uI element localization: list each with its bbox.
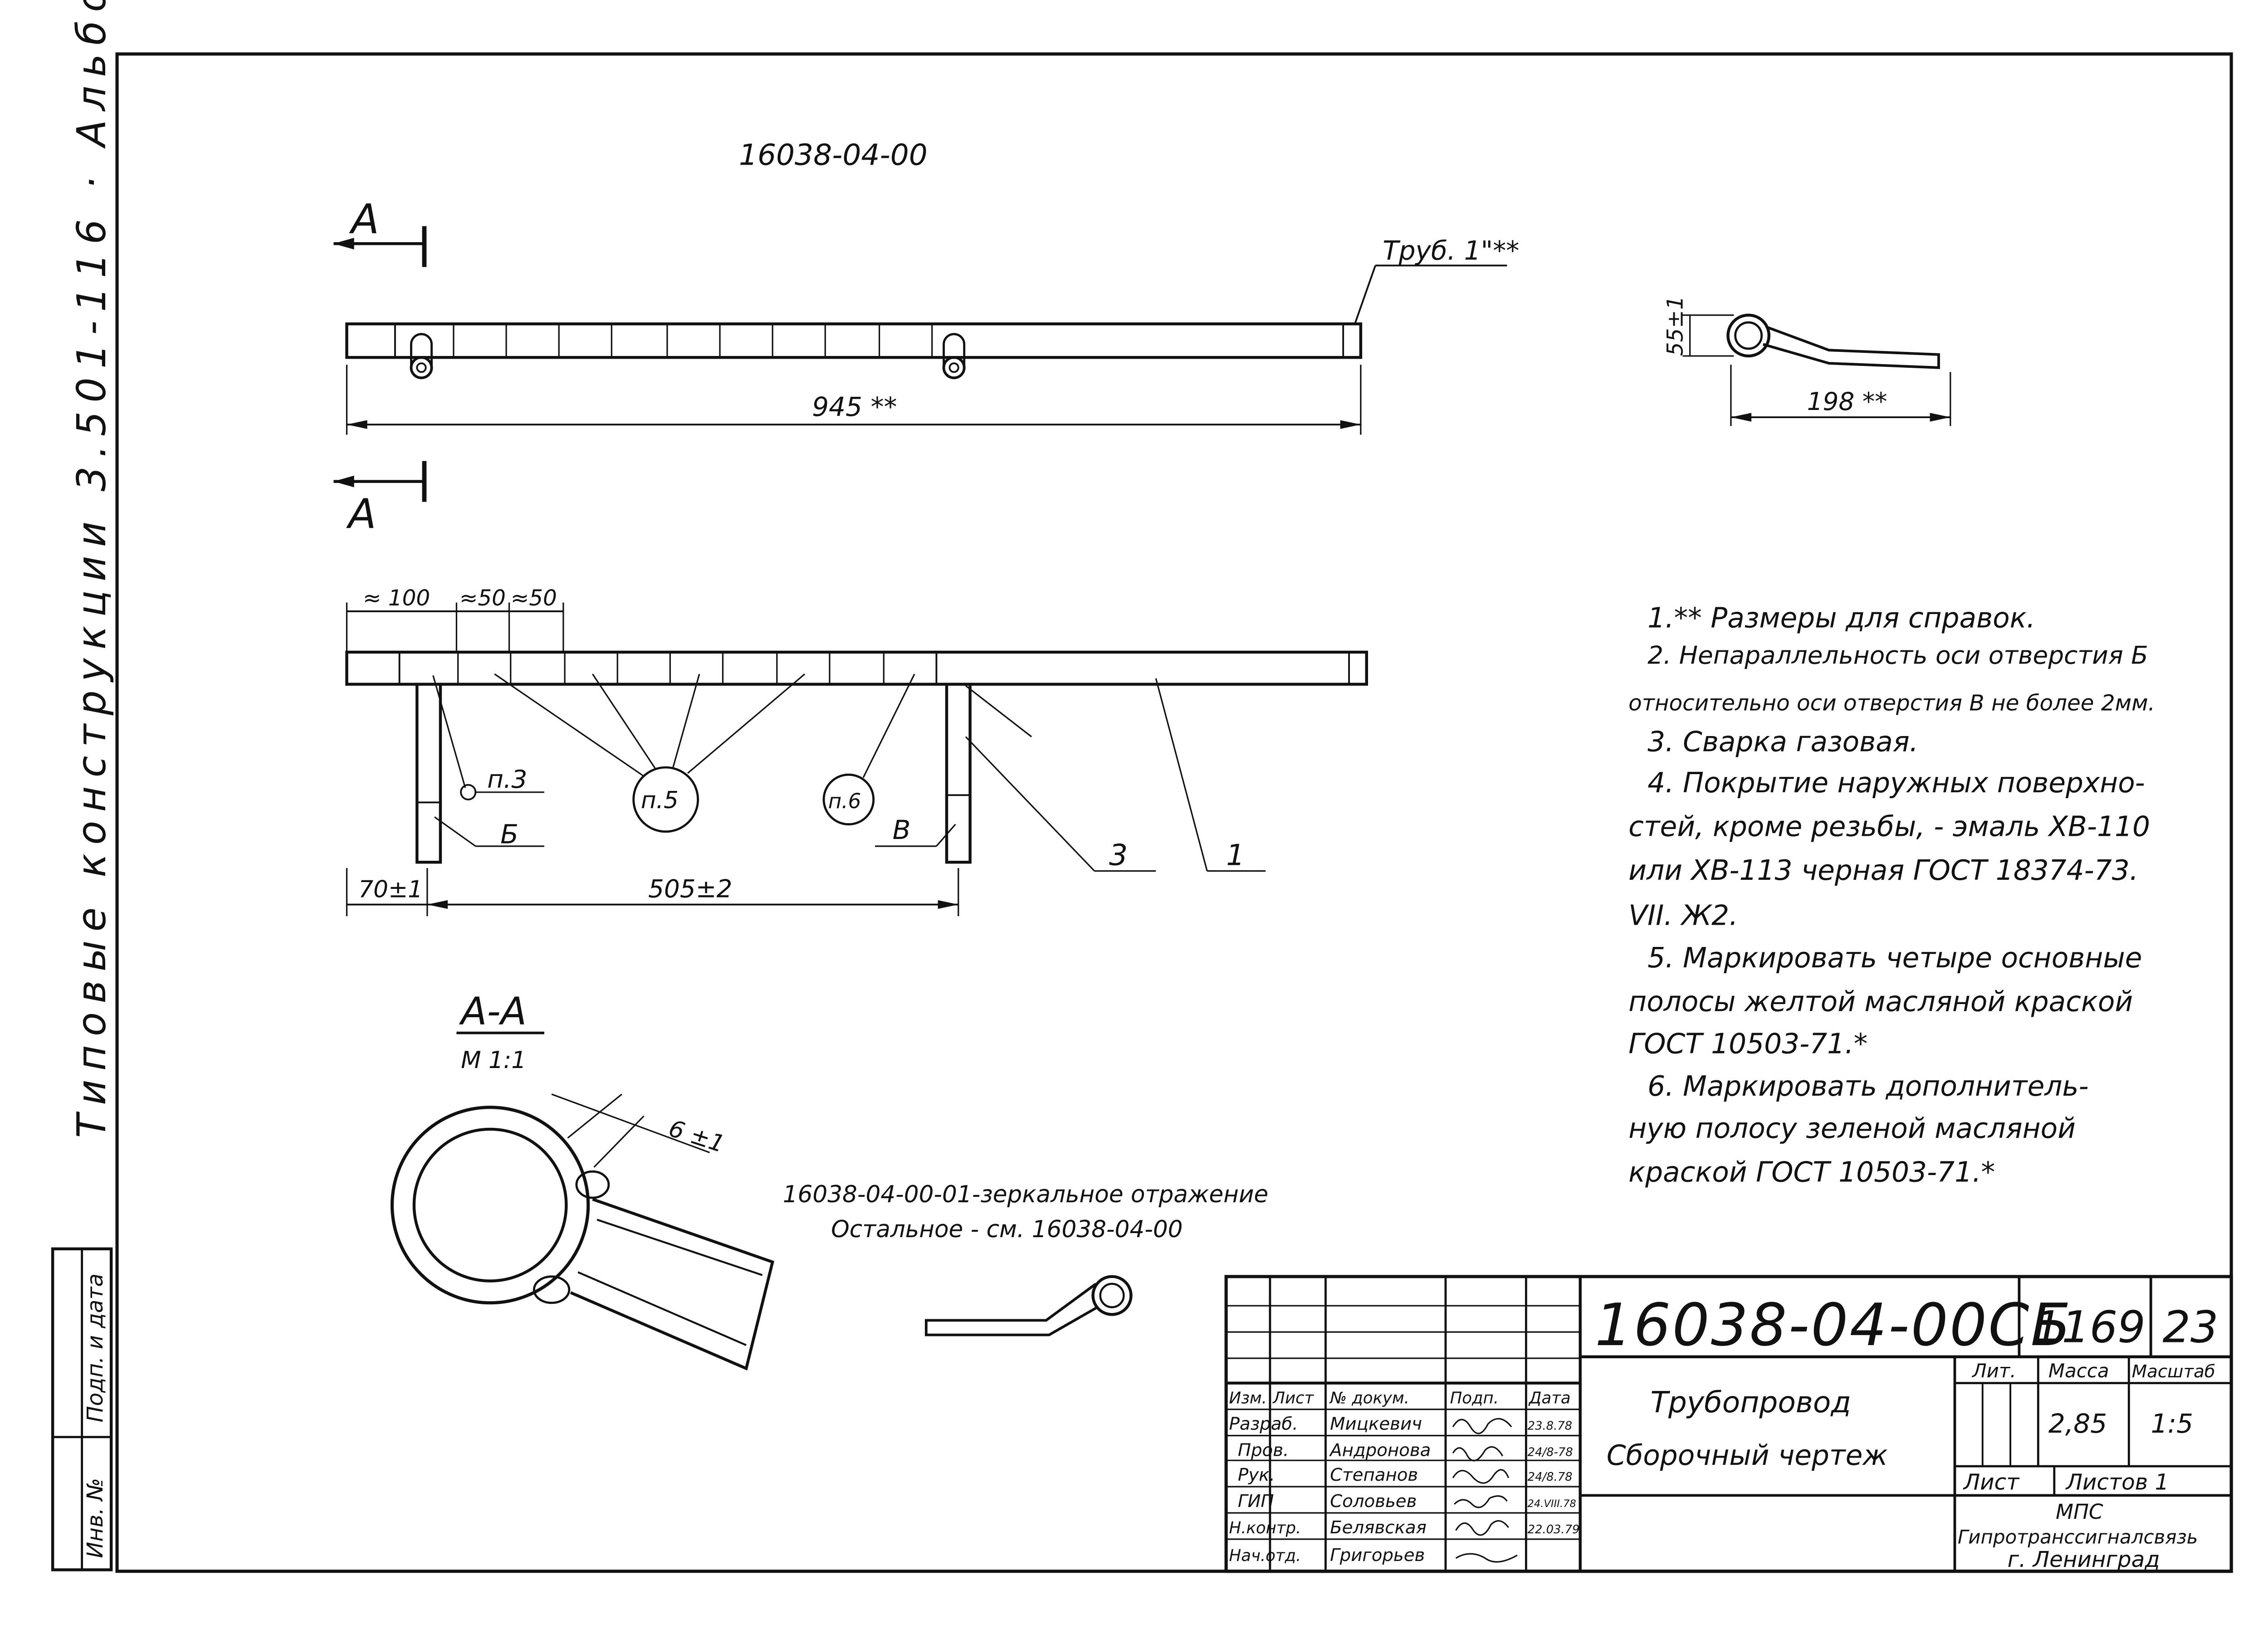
dim-70-text: 70±1: [358, 876, 423, 903]
section-marker-bottom: А: [333, 461, 427, 538]
section-letter-bottom: А: [346, 491, 376, 538]
scale-value: 1:5: [2151, 1408, 2193, 1439]
tb-date: 24.VIII.78: [1528, 1498, 1576, 1510]
pipe-top-view: [345, 322, 1363, 380]
doc-name-2: Сборочный чертеж: [1607, 1439, 1888, 1472]
dim-overall-length: 945 **: [346, 365, 1362, 435]
sheets-label: Листов 1: [2065, 1470, 2169, 1495]
pipe-front-view: [345, 650, 1368, 864]
callout-p5: п.5: [641, 787, 679, 814]
org-institute: Гипротранссигналсвязь: [1958, 1526, 2198, 1548]
note-line: краской ГОСТ 10503-71.*: [1628, 1156, 1995, 1189]
tb-header-sign: Подп.: [1450, 1389, 1499, 1408]
tb-role: Рук.: [1238, 1465, 1275, 1485]
tb-header-docnum: № докум.: [1329, 1389, 1409, 1408]
note-line: 5. Маркировать четыре основные: [1647, 942, 2142, 974]
tb-role: Пров.: [1238, 1440, 1289, 1461]
tb-date: 23.8.78: [1528, 1419, 1572, 1433]
section-detail: [390, 1093, 774, 1371]
mirror-note-2: Остальное - см. 16038-04-00: [831, 1216, 1183, 1243]
dim-505-text: 505±2: [648, 874, 732, 903]
mirror-note-1: 16038-04-00-01-зеркальное отражение: [783, 1181, 1268, 1208]
note-line: 3. Сварка газовая.: [1647, 726, 1918, 758]
inventory-no-label: Инв. №: [83, 1478, 108, 1558]
dim-198-text: 198 **: [1807, 387, 1887, 416]
section-letter-top: А: [349, 196, 379, 244]
callout-p6: п.6: [828, 789, 861, 813]
dim-945-text: 945 **: [812, 391, 897, 422]
note-line: 6. Маркировать дополнитель-: [1647, 1070, 2089, 1102]
pipe-end-view: [1682, 313, 1951, 426]
tb-header-date: Дата: [1528, 1389, 1571, 1408]
tb-name: Степанов: [1330, 1465, 1418, 1485]
dim-50b-text: ≈50: [511, 585, 557, 611]
drawing-id-top: 16038-04-00: [739, 138, 928, 172]
dim-front-top: ≈ 100 ≈50 ≈50: [346, 585, 564, 652]
album-side-caption: Типовые конструкции 3.501-116 · Альбом: [68, 0, 115, 1138]
left-stamp-strip: Подп. и дата Инв. №: [51, 1247, 113, 1571]
note-line: стей, кроме резьбы, - эмаль ХВ-110: [1628, 810, 2150, 843]
pipe-size-label: Труб. 1"**: [1383, 235, 1519, 266]
tb-name: Белявская: [1330, 1517, 1427, 1538]
tb-date: 24/8-78: [1528, 1446, 1573, 1459]
tb-header-izm: Изм.: [1229, 1389, 1267, 1408]
col-lit: Лит.: [1971, 1360, 2016, 1382]
section-marker-top: А: [333, 196, 427, 267]
note-line: или ХВ-113 черная ГОСТ 18374-73.: [1628, 854, 2138, 887]
org-ministry: МПС: [2056, 1500, 2103, 1524]
callout-item-1: 1: [1226, 839, 1245, 873]
section-scale: М 1:1: [461, 1047, 526, 1074]
sheet-label: Лист: [1963, 1470, 2020, 1495]
tb-role: Нач.отд.: [1229, 1546, 1301, 1565]
tb-name: Мицкевич: [1330, 1414, 1422, 1434]
note-line: 4. Покрытие наружных поверхно-: [1647, 767, 2145, 799]
tb-header-list: Лист: [1272, 1389, 1314, 1408]
callout-leaders: [432, 673, 1266, 872]
col-mass: Масса: [2048, 1360, 2109, 1382]
doc-code: 16038-04-00СБ: [1595, 1291, 2072, 1359]
sheet-number: 1169: [2034, 1302, 2146, 1353]
dim-100-text: ≈ 100: [363, 585, 430, 611]
tb-role: Н.контр.: [1229, 1519, 1301, 1537]
tb-date: 24/8.78: [1528, 1470, 1573, 1484]
callout-item-3: 3: [1109, 839, 1128, 873]
dim-50a-text: ≈50: [459, 585, 506, 611]
hole-V-label: В: [893, 815, 911, 845]
tb-name: Григорьев: [1330, 1545, 1425, 1566]
col-scale: Масштаб: [2132, 1361, 2215, 1382]
hole-B-label: Б: [500, 819, 518, 849]
technical-notes: 1.** Размеры для справок. 2. Непараллель…: [1628, 602, 2155, 1188]
mass-value: 2,85: [2048, 1408, 2107, 1439]
tb-role: ГИП: [1238, 1491, 1274, 1512]
tb-name: Андронова: [1329, 1440, 1431, 1461]
dim-front-bottom: [346, 868, 959, 917]
doc-name-1: Трубопровод: [1651, 1385, 1851, 1419]
note-line: 2. Непараллельность оси отверстия Б: [1647, 641, 2148, 670]
tb-role: Разраб.: [1229, 1414, 1298, 1434]
tb-name: Соловьев: [1330, 1491, 1417, 1512]
page-number: 23: [2162, 1302, 2218, 1353]
sign-date-label: Подп. и дата: [83, 1273, 108, 1423]
tb-date: 22.03.79: [1528, 1523, 1580, 1536]
dim-55-text: 55±1: [1662, 296, 1688, 356]
note-line: ГОСТ 10503-71.*: [1628, 1028, 1867, 1060]
note-line: VII. Ж2.: [1628, 900, 1738, 932]
note-line: ную полосу зеленой масляной: [1628, 1112, 2076, 1145]
note-line: полосы желтой масляной краской: [1628, 985, 2133, 1018]
title-block: [1224, 1275, 2233, 1573]
org-city: г. Ленинград: [2008, 1547, 2160, 1572]
note-line: 1.** Размеры для справок.: [1647, 602, 2035, 634]
note-line: относительно оси отверстия В не более 2м…: [1628, 691, 2155, 716]
callout-p3: п.3: [487, 765, 527, 794]
mirrored-part-sketch: [924, 1275, 1133, 1336]
section-title: А-А: [459, 989, 527, 1033]
drawing-frame: [115, 52, 2233, 1573]
tb-signature-rows: Разраб. Мицкевич 23.8.78 Пров. Андронова…: [1229, 1414, 1580, 1566]
handwritten-signatures: [1452, 1418, 1518, 1563]
dim-6-text: 6 ±1: [665, 1115, 728, 1158]
